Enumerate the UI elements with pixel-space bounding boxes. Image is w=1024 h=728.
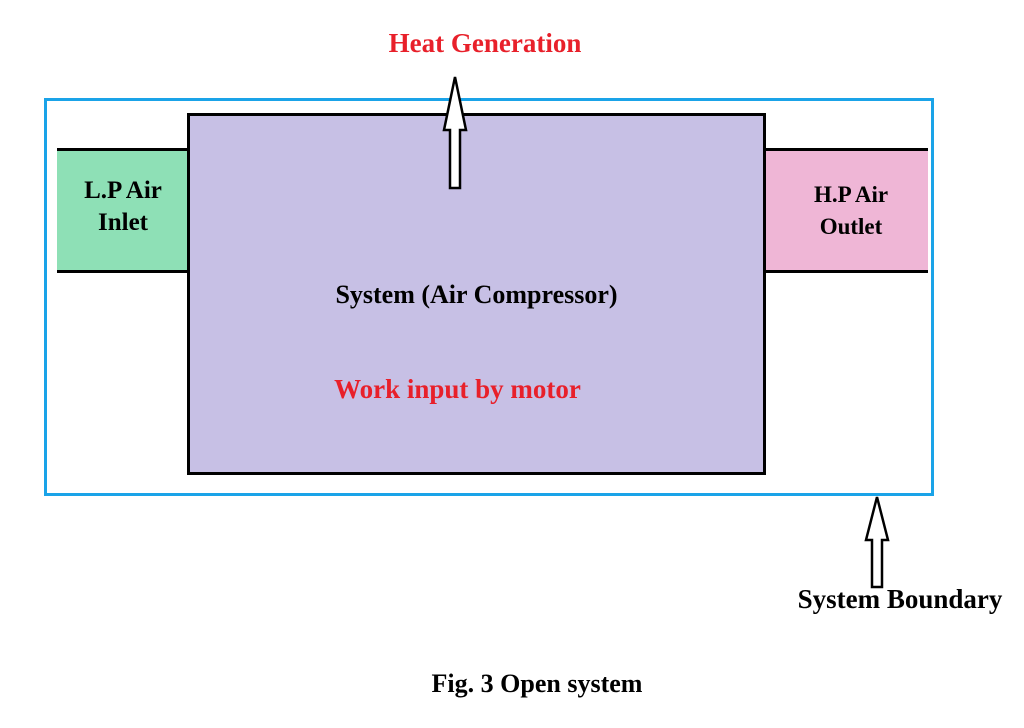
- heat-arrow-icon: [442, 76, 468, 190]
- inlet-label: L.P Air Inlet: [57, 175, 189, 239]
- system-air-compressor: [187, 113, 766, 475]
- lp-air-inlet: L.P Air Inlet: [57, 148, 189, 273]
- outlet-label-line2: Outlet: [819, 214, 883, 239]
- system-boundary-label: System Boundary: [797, 584, 1003, 614]
- hp-air-outlet: H.P Air Outlet: [764, 148, 928, 273]
- system-boundary: [44, 98, 934, 496]
- work-input-label: Work input by motor: [334, 374, 581, 404]
- heat-generation-label: Heat Generation: [388, 28, 582, 58]
- inlet-label-line1: L.P Air: [84, 177, 162, 204]
- figure-caption: Fig. 3 Open system: [431, 669, 643, 698]
- outlet-label: H.P Air Outlet: [774, 179, 928, 243]
- inlet-label-line2: Inlet: [98, 209, 148, 236]
- system-label: System (Air Compressor): [335, 280, 618, 309]
- boundary-arrow-icon: [864, 496, 890, 589]
- outlet-label-line1: H.P Air: [813, 182, 889, 207]
